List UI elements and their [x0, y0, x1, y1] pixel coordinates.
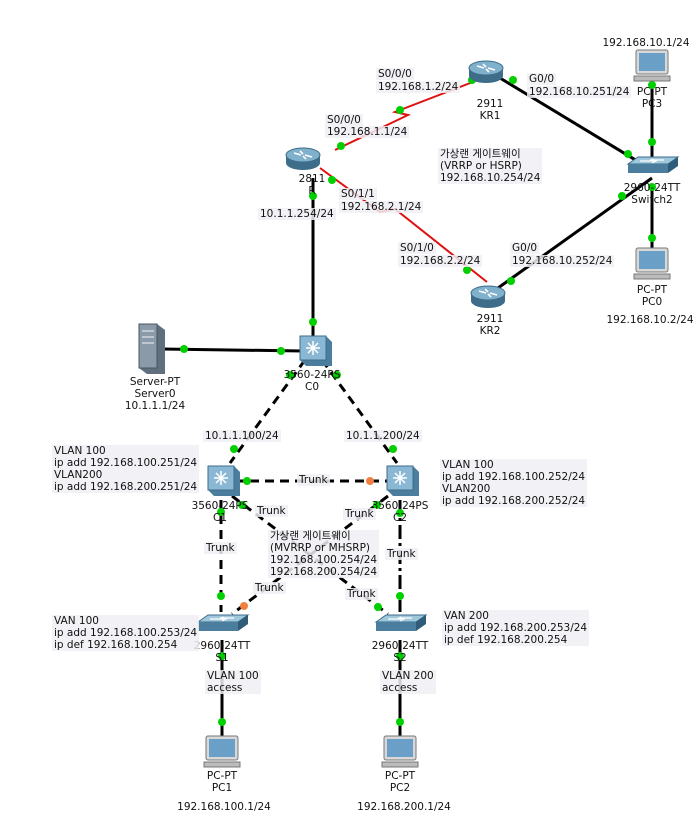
kr2-name-label: KR2 — [479, 325, 501, 337]
server0-ip-label: 10.1.1.1/24 — [124, 400, 186, 412]
pc3-model-label: PC-PT — [636, 86, 668, 98]
c0-name-label: C0 — [304, 381, 320, 393]
port-lights — [180, 76, 656, 726]
multilayer-switch-c0-icon[interactable] — [299, 335, 332, 366]
kr2-s010-ip-label: 192.168.2.2/24 — [398, 255, 483, 267]
switch-s1-icon[interactable] — [196, 614, 250, 631]
pc0-model-label: PC-PT — [636, 284, 668, 296]
c2-uplink-ip-label: 10.1.1.200/24 — [344, 430, 422, 442]
server-server0-icon[interactable] — [138, 323, 165, 374]
kr2-s010-label: S0/1/0 — [398, 242, 436, 254]
s1-model-label: 2960-24TT — [193, 640, 251, 652]
c1-model-label: 3560-24PS — [191, 500, 249, 512]
pc-pc3-icon[interactable] — [633, 49, 671, 82]
s1-config-note: VAN 100 ip add 192.168.100.253/24 ip def… — [52, 615, 200, 651]
multilayer-switch-c2-icon[interactable] — [386, 465, 419, 496]
s2-config-note: VAN 200 ip add 192.168.200.253/24 ip def… — [442, 610, 590, 646]
kr2-model-label: 2911 — [476, 313, 504, 325]
multilayer-switch-c1-icon[interactable] — [207, 465, 240, 496]
kr1-s000-ip-label: 192.168.1.2/24 — [376, 81, 461, 93]
pc1-model-label: PC-PT — [206, 770, 238, 782]
c2-model-label: 3560-24PS — [371, 500, 429, 512]
link-kr2-switch2[interactable] — [497, 176, 653, 290]
switch2-model-label: 2960-24TT — [623, 182, 681, 194]
r-name-label: R — [308, 185, 316, 197]
pc-pc1-icon[interactable] — [203, 735, 241, 768]
s1-access-note: VLAN 100 access — [205, 670, 261, 694]
router-r-icon[interactable] — [285, 147, 321, 170]
pc0-ip-label: 192.168.10.2/24 — [606, 314, 694, 326]
router-kr1-icon[interactable] — [468, 60, 504, 83]
r-s011-ip-label: 192.168.2.1/24 — [339, 201, 424, 213]
s2-model-label: 2960-24TT — [371, 640, 429, 652]
pc-pc2-icon[interactable] — [381, 735, 419, 768]
router-kr2-icon[interactable] — [470, 285, 506, 308]
s2-name-label: S2 — [393, 652, 407, 664]
trunk-s1-label: Trunk — [253, 582, 286, 594]
server0-model-label: Server-PT — [129, 376, 181, 388]
r-s000-label: S0/0/0 — [325, 114, 363, 126]
pc-pc0-icon[interactable] — [633, 247, 671, 280]
trunk-c2-s2-label: Trunk — [385, 548, 418, 560]
c0-model-label: 3560-24PS — [283, 369, 341, 381]
pc1-ip-label: 192.168.100.1/24 — [177, 801, 271, 813]
c1-uplink-ip-label: 10.1.1.100/24 — [203, 430, 281, 442]
r-s011-label: S0/1/1 — [339, 188, 377, 200]
kr1-g00-ip-label: 192.168.10.251/24 — [527, 86, 632, 98]
switch-s2-icon[interactable] — [374, 614, 428, 631]
r-lan-ip-label: 10.1.1.254/24 — [258, 208, 336, 220]
pc3-name-label: PC3 — [641, 98, 663, 110]
pc2-model-label: PC-PT — [384, 770, 416, 782]
kr1-name-label: KR1 — [479, 110, 501, 122]
switch2-name-label: Switch2 — [631, 194, 673, 206]
trunk-c1-s2-label: Trunk — [255, 505, 288, 517]
kr2-g00-ip-label: 192.168.10.252/24 — [510, 255, 615, 267]
trunk-c1-c2-label: Trunk — [297, 474, 330, 486]
virtual-gateway-note-bottom: 가상랜 게이트웨이 (MVRRP or MHSRP) 192.168.100.2… — [268, 530, 380, 578]
trunk-c1-s1-label: Trunk — [204, 542, 237, 554]
c2-name-label: C2 — [392, 512, 408, 524]
pc2-ip-label: 192.168.200.1/24 — [357, 801, 451, 813]
c1-vlan-config-note: VLAN 100 ip add 192.168.100.251/24 VLAN2… — [52, 445, 200, 493]
kr1-g00-label: G0/0 — [527, 73, 557, 85]
pc3-ip-label: 192.168.10.1/24 — [602, 37, 690, 49]
s2-access-note: VLAN 200 access — [380, 670, 436, 694]
s1-name-label: S1 — [215, 652, 229, 664]
server0-name-label: Server0 — [134, 388, 176, 400]
pc0-name-label: PC0 — [641, 296, 663, 308]
r-s000-ip-label: 192.168.1.1/24 — [325, 126, 410, 138]
trunk-s2-label: Trunk — [345, 588, 378, 600]
switch-switch2-icon[interactable] — [626, 156, 680, 173]
kr2-g00-label: G0/0 — [510, 242, 540, 254]
kr1-model-label: 2911 — [476, 98, 504, 110]
c2-vlan-config-note: VLAN 100 ip add 192.168.100.252/24 VLAN2… — [440, 459, 588, 507]
trunk-c2-s1-label: Trunk — [343, 508, 376, 520]
kr1-s000-label: S0/0/0 — [376, 68, 414, 80]
virtual-gateway-note-top: 가상랜 게이트웨이 (VRRP or HSRP) 192.168.10.254/… — [438, 148, 543, 184]
pc1-name-label: PC1 — [211, 782, 233, 794]
r-model-label: 2811 — [298, 173, 326, 185]
c1-name-label: C1 — [212, 512, 228, 524]
pc2-name-label: PC2 — [389, 782, 411, 794]
